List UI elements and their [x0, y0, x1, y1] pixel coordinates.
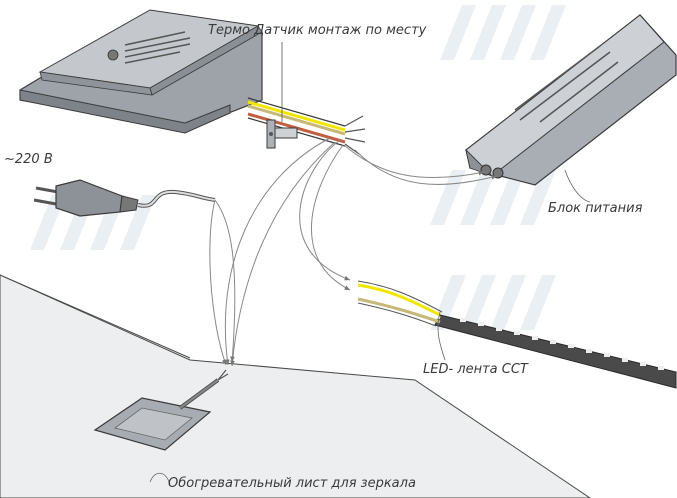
power-supply-icon: [465, 14, 677, 186]
led-strip-label: LED- лента CCT: [423, 362, 528, 377]
connection-arrows: [209, 137, 498, 367]
led-strip-icon: [357, 280, 677, 389]
voltage-label: ~220 В: [4, 152, 53, 167]
thermo-sensor-icon: [266, 119, 298, 149]
power-supply-label: Блок питания: [548, 201, 643, 216]
thermo-sensor-label: Термо Датчик монтаж по месту: [208, 23, 427, 38]
controller-box-icon: [19, 9, 263, 134]
plug-icon: [33, 179, 216, 217]
heater-sheet-label: Обогревательный лист для зеркала: [168, 476, 416, 491]
leader-lines: [149, 169, 591, 485]
wire-bundle: [247, 97, 366, 155]
heater-pad-icon: [93, 369, 229, 451]
mirror-edge: [0, 274, 191, 359]
